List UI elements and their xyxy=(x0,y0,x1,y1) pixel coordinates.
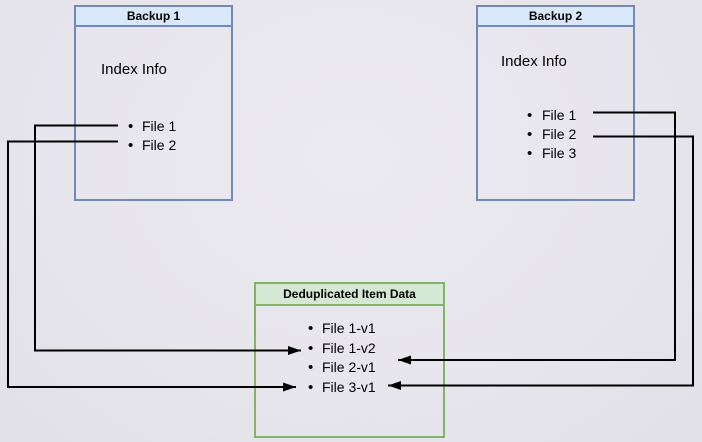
backup2-file-list: File 1File 2File 3 xyxy=(527,106,576,163)
file-item: File 2 xyxy=(128,136,176,155)
file-item: File 3-v1 xyxy=(308,378,376,398)
backup2-title: Backup 2 xyxy=(478,7,633,27)
file-item: File 1-v1 xyxy=(308,319,376,339)
file-item: File 1 xyxy=(527,106,576,125)
file-item: File 3 xyxy=(527,144,576,163)
backup1-box: Backup 1 Index Info File 1File 2 xyxy=(74,5,233,201)
file-item: File 2 xyxy=(527,125,576,144)
backup2-index-info-label: Index Info xyxy=(501,53,567,70)
backup2-box: Backup 2 Index Info File 1File 2File 3 xyxy=(476,5,635,201)
file-item: File 1 xyxy=(128,117,176,136)
file-item: File 2-v1 xyxy=(308,358,376,378)
deduplicated-item-data-box: Deduplicated Item Data File 1-v1File 1-v… xyxy=(254,282,445,438)
backup1-title: Backup 1 xyxy=(76,7,231,27)
dedup-item-list: File 1-v1File 1-v2File 2-v1File 3-v1 xyxy=(308,319,376,397)
backup1-file-list: File 1File 2 xyxy=(128,117,176,155)
file-item: File 1-v2 xyxy=(308,339,376,359)
backup1-index-info-label: Index Info xyxy=(101,61,167,78)
dedup-title: Deduplicated Item Data xyxy=(256,284,443,306)
